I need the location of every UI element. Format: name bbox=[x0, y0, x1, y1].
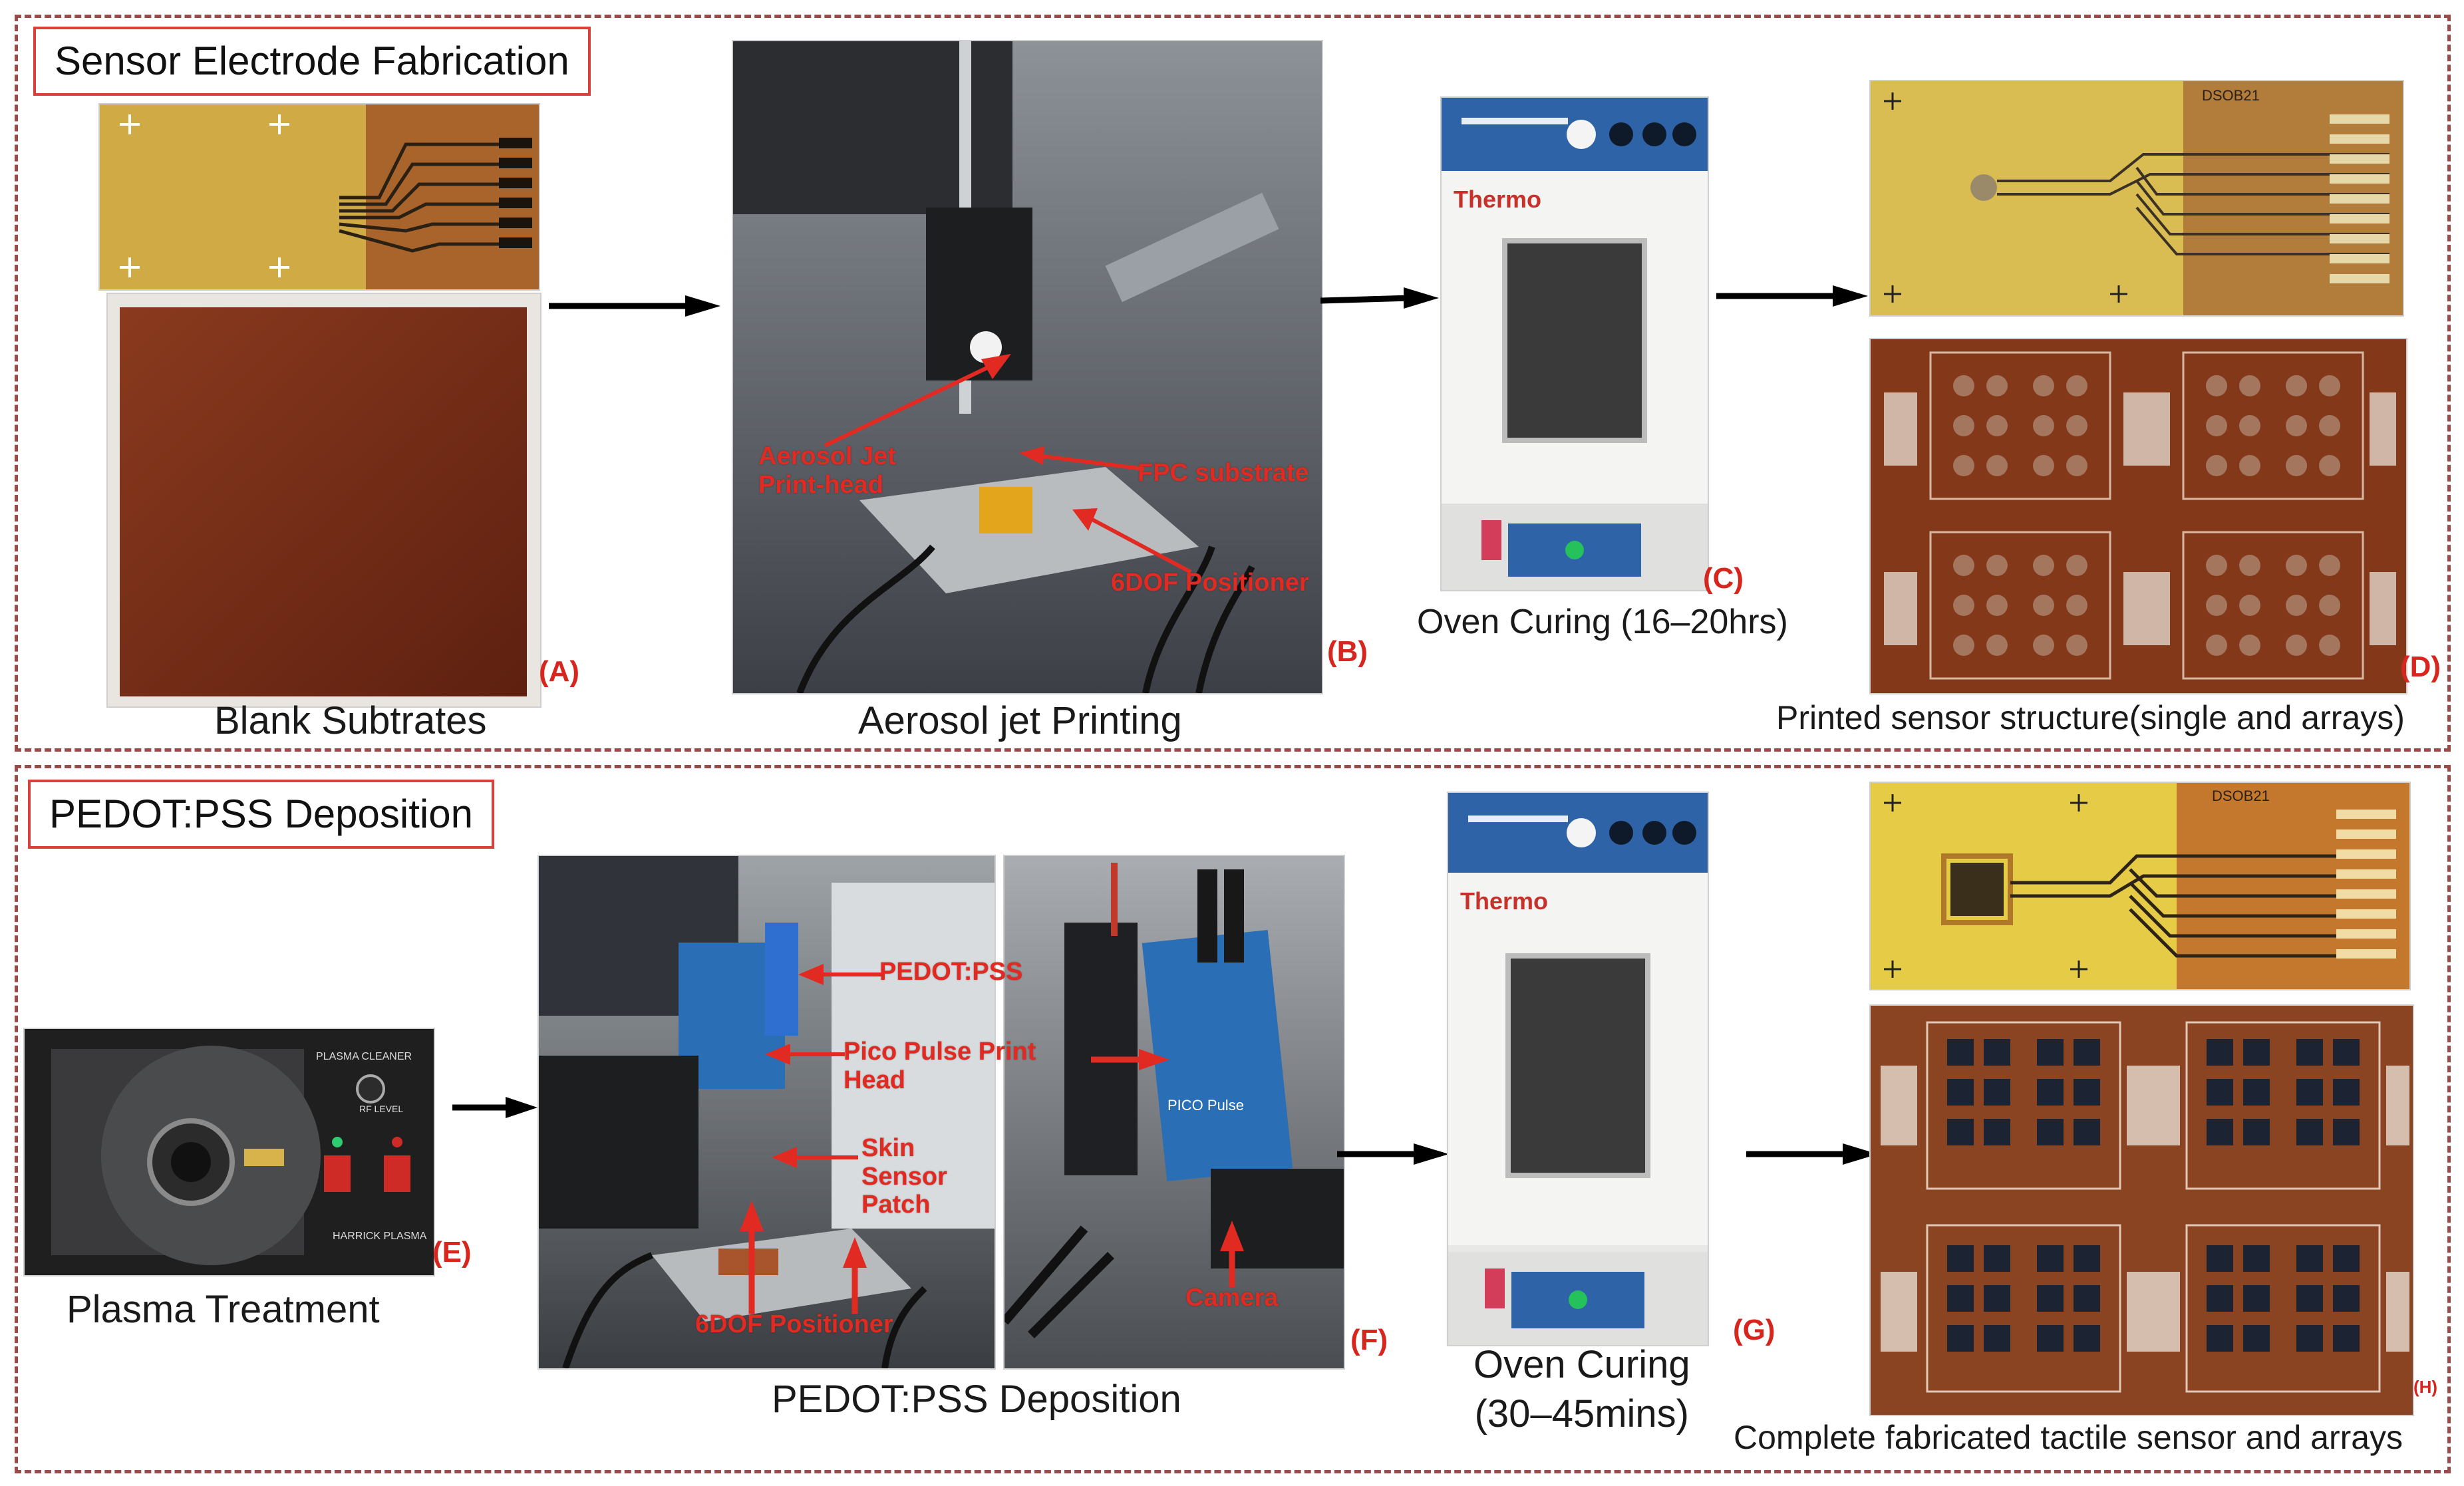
fpc-substrate-label: FPC substrate bbox=[1138, 459, 1309, 487]
printed-single-sensor-drawing bbox=[1871, 81, 2403, 315]
camera-pointer bbox=[1220, 1221, 1244, 1287]
panel-h-tag: (H) bbox=[2413, 1377, 2438, 1397]
complete-array-drawing bbox=[1871, 1006, 2413, 1415]
printed-array-sensor-photo bbox=[1869, 338, 2407, 694]
skin-sensor-pointer bbox=[772, 1147, 858, 1168]
panel-g-caption: Oven Curing(30–45mins) bbox=[1473, 1343, 1690, 1436]
arrow-b-to-c bbox=[1320, 287, 1439, 309]
plasma-rf-label: RF LEVEL bbox=[359, 1104, 404, 1114]
pedot-deposition-panel bbox=[15, 765, 2451, 1473]
plasma-brand-label: HARRICK PLASMA bbox=[333, 1231, 427, 1242]
panel-b-tag: (B) bbox=[1327, 635, 1368, 668]
panel-d-tag: (D) bbox=[2400, 651, 2441, 683]
fpc-code-label-top: DSOB21 bbox=[2202, 87, 2260, 104]
panel-e-tag: (E) bbox=[432, 1236, 472, 1268]
fpc-substrate-pointer bbox=[1019, 446, 1144, 471]
printed-array-drawing bbox=[1871, 339, 2406, 693]
fpc-trace-drawing bbox=[100, 104, 539, 289]
aerosol-jet-drawing bbox=[733, 41, 1322, 693]
pico-pulse-head-pointer bbox=[765, 1044, 845, 1065]
complete-single-sensor-photo bbox=[1869, 782, 2411, 990]
pico-pulse-setup-drawing bbox=[539, 856, 995, 1368]
pico-brand-label: PICO Pulse bbox=[1167, 1097, 1244, 1114]
positioner-label-b: 6DOF Positioner bbox=[1111, 569, 1309, 597]
fpc-substrate-photo bbox=[98, 103, 540, 291]
complete-single-sensor-drawing bbox=[1871, 783, 2409, 989]
pedot-pss-pointer bbox=[798, 964, 885, 985]
panel-c-tag: (C) bbox=[1703, 562, 1744, 595]
arrow-c-to-d bbox=[1716, 285, 1868, 307]
curing-oven-photo-bottom bbox=[1447, 792, 1709, 1346]
curing-oven-photo-top bbox=[1440, 96, 1709, 591]
arrow-f-to-g bbox=[1337, 1143, 1449, 1165]
panel-f-caption: PEDOT:PSS Deposition bbox=[772, 1378, 1181, 1421]
oven-drawing-top bbox=[1442, 98, 1708, 590]
plasma-cleaner-drawing bbox=[25, 1029, 434, 1275]
arrow-a-to-b bbox=[549, 295, 720, 317]
panel-a-tag: (A) bbox=[539, 655, 580, 688]
positioner-pointer-f bbox=[740, 1201, 764, 1314]
plasma-cleaner-photo bbox=[23, 1028, 435, 1276]
pico-pulse-camera-photo bbox=[1003, 855, 1345, 1370]
panel-h-caption: Complete fabricated tactile sensor and a… bbox=[1734, 1419, 2403, 1456]
panel-e-caption: Plasma Treatment bbox=[67, 1288, 380, 1331]
blank-substrate-drawing bbox=[108, 294, 540, 706]
panel-b-caption: Aerosol jet Printing bbox=[858, 699, 1182, 742]
aerosol-jet-pointer bbox=[824, 354, 1011, 448]
oven-brand-label-top: Thermo bbox=[1454, 186, 1542, 213]
panel-f-tag: (F) bbox=[1350, 1324, 1388, 1356]
fpc-code-label-bottom: DSOB21 bbox=[2212, 788, 2270, 804]
pedot-section-title: PEDOT:PSS Deposition bbox=[28, 780, 494, 849]
blank-substrate-photo bbox=[106, 293, 541, 708]
arrow-e-to-f bbox=[452, 1097, 538, 1118]
electrode-fabrication-panel bbox=[15, 15, 2451, 752]
pedot-pss-label: PEDOT:PSS bbox=[879, 958, 1023, 986]
complete-array-sensor-photo bbox=[1869, 1004, 2414, 1416]
pico-pulse-setup-photo bbox=[538, 855, 996, 1370]
camera-label: Camera bbox=[1185, 1284, 1279, 1312]
electrode-section-title: Sensor Electrode Fabrication bbox=[33, 27, 591, 96]
panel-c-caption: Oven Curing (16–20hrs) bbox=[1417, 603, 1788, 641]
pico-head-arrow-right bbox=[1091, 1049, 1169, 1070]
panel-d-caption: Printed sensor structure(single and arra… bbox=[1776, 699, 2405, 736]
positioner-pointer-f2 bbox=[843, 1237, 867, 1314]
panel-a-caption: Blank Subtrates bbox=[214, 699, 487, 742]
printed-single-sensor-photo bbox=[1869, 80, 2404, 317]
aerosol-jet-printer-photo bbox=[732, 40, 1323, 694]
oven-brand-label-bottom: Thermo bbox=[1460, 887, 1549, 915]
panel-g-tag: (G) bbox=[1733, 1314, 1775, 1346]
oven-drawing-bottom bbox=[1448, 793, 1708, 1345]
positioner-pointer-b bbox=[1072, 508, 1192, 574]
arrow-g-to-h bbox=[1746, 1143, 1878, 1165]
pico-pulse-camera-drawing bbox=[1004, 856, 1344, 1368]
positioner-label-f: 6DOF Positioner bbox=[695, 1310, 893, 1338]
plasma-cleaner-title-label: PLASMA CLEANER bbox=[316, 1051, 412, 1062]
